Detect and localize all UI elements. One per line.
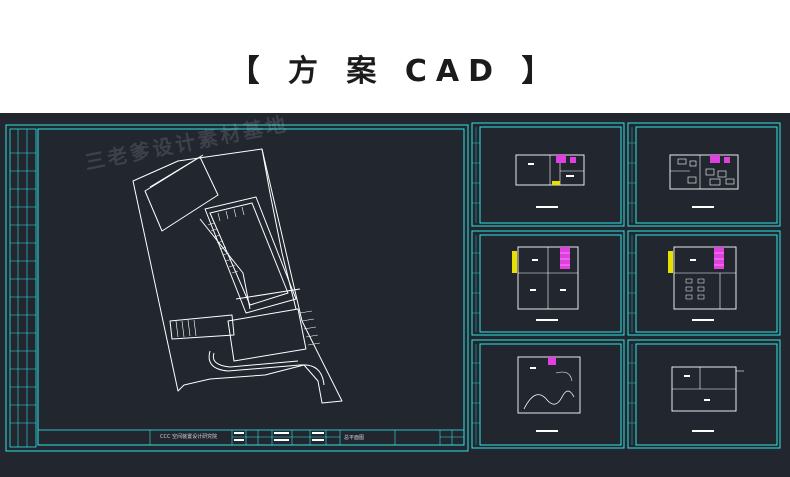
site-edge — [261, 148, 297, 310]
margin-grid-lines — [10, 152, 36, 424]
building-block-west — [169, 314, 235, 340]
stair-hatch — [207, 206, 245, 274]
thumb-sheet-6-frame — [627, 339, 781, 449]
title-block-frame — [37, 429, 465, 446]
building-edge — [149, 154, 204, 188]
building-inner-line — [209, 202, 289, 306]
building-edge — [199, 218, 251, 310]
title-block-drawing-label: 总平面图 — [344, 435, 365, 441]
thumb-sheet-2-frame — [627, 122, 781, 227]
thumb-sheet-2-plan — [669, 154, 739, 208]
page-header: 【 方 案 CAD 】 — [0, 0, 790, 113]
main-sheet-margin-strip — [9, 128, 37, 448]
thumb-sheet-2-inner — [635, 126, 778, 224]
main-sheet-outer-frame — [5, 124, 469, 452]
thumbnail-margin-ticks — [472, 127, 636, 445]
building-block-central — [204, 196, 297, 314]
thumb-sheet-5-plan — [517, 356, 581, 432]
east-hatch — [299, 310, 321, 346]
thumb-sheet-1-frame — [471, 122, 625, 227]
thumbnail-frames — [471, 122, 781, 449]
thumb-sheet-6-inner — [635, 343, 778, 446]
main-sheet-inner-frame — [37, 128, 465, 446]
site-edge — [235, 288, 301, 300]
thumb-sheet-4-plan — [668, 246, 737, 321]
title-block-project-label: CCC 空间装置设计研究院 — [160, 434, 218, 440]
curved-path — [208, 350, 325, 386]
cad-drawing-canvas — [5, 122, 781, 452]
thumb-sheet-4-inner — [635, 234, 778, 333]
thumb-sheet-3-frame — [471, 230, 625, 336]
title-block-dividers — [149, 430, 464, 445]
thumb-sheet-5-inner — [479, 343, 622, 446]
thumb-sheet-1-inner — [479, 126, 622, 224]
main-sheet — [5, 124, 469, 452]
west-hatch — [175, 319, 197, 338]
building-block-south — [227, 308, 307, 362]
thumb-sheet-6-plan — [671, 366, 744, 432]
curved-path-inner — [212, 352, 299, 368]
page-title: 【 方 案 CAD 】 — [229, 53, 561, 89]
cad-drawing-area: 三老爹设计素材基地 CCC 空间装置设计研究院 总平面图 — [0, 113, 790, 477]
site-plan — [132, 148, 343, 404]
thumb-sheet-1-plan — [515, 154, 585, 208]
thumb-sheet-3-inner — [479, 234, 622, 333]
title-block-fills — [234, 432, 324, 441]
thumb-sheet-3-plan — [512, 246, 579, 321]
thumb-sheet-5-frame — [471, 339, 625, 449]
thumb-sheet-4-frame — [627, 230, 781, 336]
